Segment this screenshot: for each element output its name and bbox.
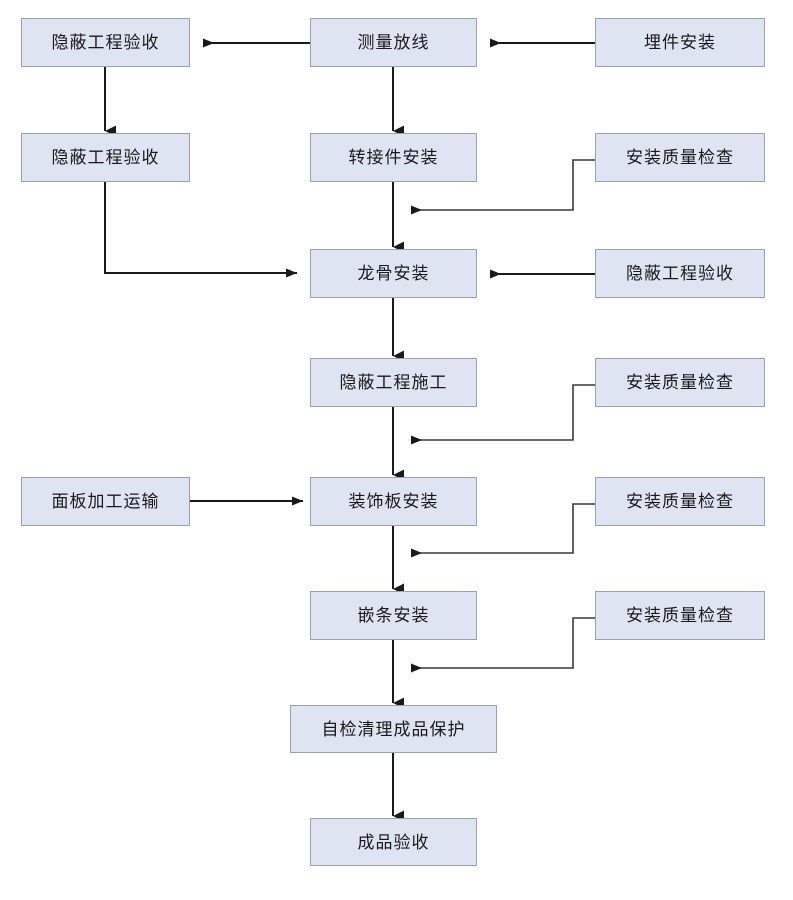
node-label: 埋件安装	[644, 33, 716, 52]
node-adapter-installation[interactable]: 转接件安装	[310, 133, 477, 182]
node-label: 安装质量检查	[626, 492, 734, 511]
node-label: 隐蔽工程验收	[51, 33, 160, 52]
node-label: 龙骨安装	[357, 264, 430, 283]
node-label: 自检清理成品保护	[321, 719, 466, 739]
node-hidden-works-acceptance-3[interactable]: 隐蔽工程验收	[595, 249, 765, 298]
node-panel-fabrication-transport[interactable]: 面板加工运输	[21, 477, 190, 526]
node-decorative-panel-installation[interactable]: 装饰板安装	[310, 477, 477, 526]
node-label: 面板加工运输	[51, 492, 160, 511]
node-trim-strip-installation[interactable]: 嵌条安装	[310, 591, 477, 640]
node-survey-setting-out[interactable]: 测量放线	[310, 18, 477, 67]
node-label: 安装质量检查	[626, 148, 734, 167]
node-label: 转接件安装	[348, 148, 439, 167]
node-label: 测量放线	[357, 33, 430, 52]
node-hidden-works-acceptance-1[interactable]: 隐蔽工程验收	[21, 18, 190, 67]
node-self-inspection-cleaning-protection[interactable]: 自检清理成品保护	[290, 705, 497, 753]
node-label: 隐蔽工程验收	[51, 148, 160, 167]
node-installation-quality-check-4[interactable]: 安装质量检查	[595, 591, 765, 640]
node-label: 安装质量检查	[626, 373, 734, 392]
node-label: 安装质量检查	[626, 606, 734, 625]
node-label: 隐蔽工程验收	[626, 264, 734, 283]
node-embedded-parts-installation[interactable]: 埋件安装	[595, 18, 765, 67]
node-label: 成品验收	[357, 832, 430, 852]
node-label: 嵌条安装	[357, 606, 430, 625]
node-label: 装饰板安装	[348, 492, 439, 511]
edge-e7	[104, 182, 297, 278]
node-label: 隐蔽工程施工	[339, 373, 448, 392]
node-installation-quality-check-3[interactable]: 安装质量检查	[595, 477, 765, 526]
node-concealed-works-construction[interactable]: 隐蔽工程施工	[310, 358, 477, 407]
node-keel-installation[interactable]: 龙骨安装	[310, 249, 477, 298]
node-hidden-works-acceptance-2[interactable]: 隐蔽工程验收	[21, 133, 190, 182]
node-finished-product-acceptance[interactable]: 成品验收	[310, 818, 477, 866]
node-installation-quality-check-2[interactable]: 安装质量检查	[595, 358, 765, 407]
node-installation-quality-check-1[interactable]: 安装质量检查	[595, 133, 765, 182]
